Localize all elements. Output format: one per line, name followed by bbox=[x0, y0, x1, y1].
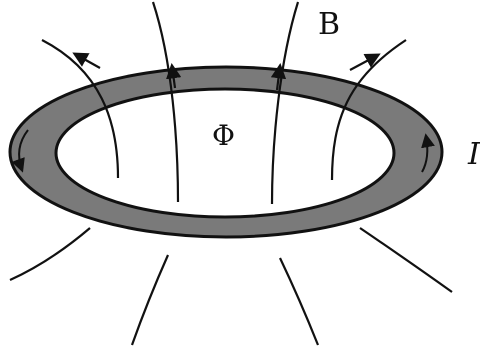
field-line-upper-1-arrow bbox=[72, 52, 101, 69]
field-line-upper-3-arrow bbox=[270, 62, 287, 91]
field-line-upper-2 bbox=[151, 1, 180, 203]
field-line-upper-2-arrow bbox=[166, 62, 182, 89]
field-line-lower-right-inner bbox=[279, 257, 320, 346]
field-line-lower-right-outer bbox=[359, 227, 453, 293]
current-arrow-left bbox=[11, 129, 29, 173]
field-line-upper-3 bbox=[270, 1, 300, 205]
current-loop bbox=[8, 65, 444, 239]
field-line-upper-4-arrow bbox=[349, 53, 381, 71]
loop-ring bbox=[8, 65, 444, 239]
field-lines-upper bbox=[41, 1, 407, 205]
current-arrow-right bbox=[421, 133, 435, 173]
field-line-lower-left-outer bbox=[9, 227, 91, 282]
magnetic-field-label: B bbox=[318, 7, 341, 42]
field-line-lower-left-inner bbox=[130, 254, 170, 346]
field-line-upper-1 bbox=[41, 39, 120, 179]
field-line-upper-4 bbox=[330, 39, 407, 181]
flux-label: Φ bbox=[212, 119, 235, 152]
field-lines-lower bbox=[9, 227, 453, 346]
current-label: I bbox=[468, 137, 480, 172]
current-direction-arrows bbox=[11, 129, 435, 173]
